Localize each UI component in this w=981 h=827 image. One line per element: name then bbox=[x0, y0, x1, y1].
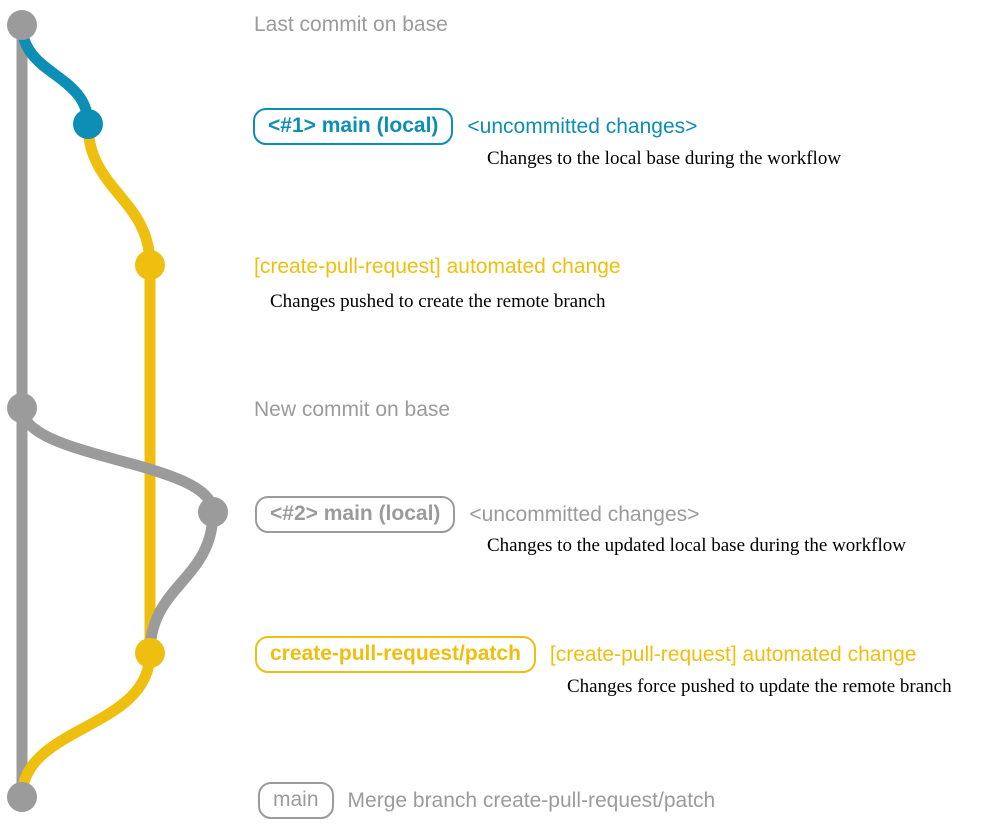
commit-node-base-merge[interactable] bbox=[7, 782, 37, 812]
commit-node-base-last[interactable] bbox=[7, 10, 37, 40]
ref-badge-ann-local-1[interactable]: <#1> main (local) bbox=[253, 108, 454, 145]
commit-node-local-1[interactable] bbox=[73, 109, 103, 139]
graph-edge-patch-to-merge bbox=[16, 647, 156, 803]
node-group bbox=[7, 10, 228, 812]
edge-group bbox=[16, 19, 219, 803]
commit-note-ann-local-1: Changes to the local base during the wor… bbox=[487, 148, 842, 169]
commit-node-patch-create[interactable] bbox=[135, 250, 165, 280]
commit-message-ann-merge: Merge branch create-pull-request/patch bbox=[347, 789, 716, 812]
commit-note-ann-local-2: Changes to the updated local base during… bbox=[487, 535, 906, 556]
commit-annotation-ann-patch-create: [create-pull-request] automated change bbox=[254, 254, 621, 279]
commit-annotation-ann-local-2: <#2> main (local) <uncommitted changes> bbox=[255, 496, 699, 533]
section-heading-ann-new-commit: New commit on base bbox=[254, 398, 451, 421]
commit-node-local-2[interactable] bbox=[198, 497, 228, 527]
commit-annotation-ann-merge: main Merge branch create-pull-request/pat… bbox=[258, 782, 715, 819]
commit-annotation-ann-local-1: <#1> main (local) <uncommitted changes> bbox=[253, 108, 697, 145]
commit-annotation-ann-patch-force: create-pull-request/patch [create-pull-re… bbox=[255, 636, 916, 673]
commit-message-ann-patch-create: [create-pull-request] automated change bbox=[254, 255, 621, 278]
ref-badge-ann-local-2[interactable]: <#2> main (local) bbox=[255, 496, 456, 533]
graph-edge-local2-to-patch bbox=[144, 506, 219, 659]
graph-edge-basenew-to-local2 bbox=[16, 402, 219, 518]
commit-message-ann-local-2: <uncommitted changes> bbox=[469, 503, 700, 526]
ref-badge-ann-merge[interactable]: main bbox=[258, 782, 334, 819]
graph-edge-local1-to-patch bbox=[82, 118, 156, 271]
commit-node-base-new[interactable] bbox=[7, 393, 37, 423]
section-heading-ann-last-commit: Last commit on base bbox=[254, 13, 448, 36]
commit-note-ann-patch-force: Changes force pushed to update the remot… bbox=[567, 676, 952, 697]
commit-message-ann-patch-force: [create-pull-request] automated change bbox=[549, 643, 917, 666]
ref-badge-ann-patch-force[interactable]: create-pull-request/patch bbox=[255, 636, 536, 673]
graph-edge-base-to-local1 bbox=[16, 19, 94, 130]
commit-message-ann-local-1: <uncommitted changes> bbox=[467, 115, 698, 138]
commit-note-ann-patch-create: Changes pushed to create the remote bran… bbox=[270, 291, 606, 312]
commit-node-patch-force[interactable] bbox=[135, 638, 165, 668]
